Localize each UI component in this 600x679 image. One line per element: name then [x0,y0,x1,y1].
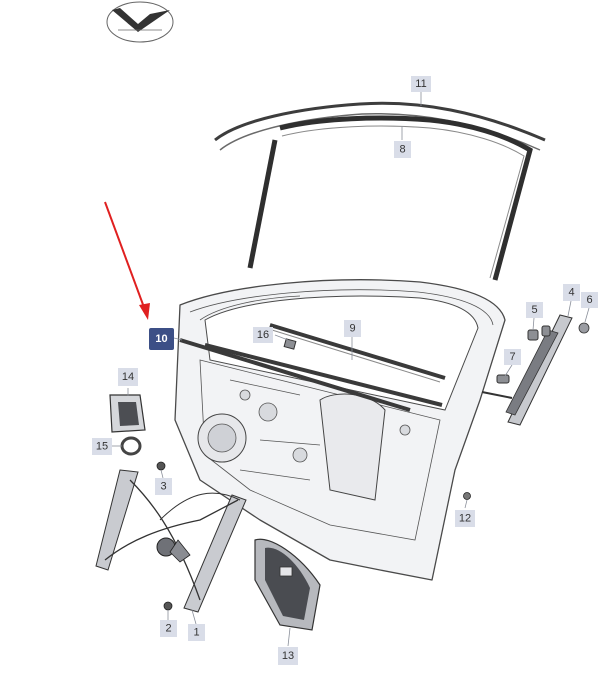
callout-13[interactable]: 13 [278,647,298,665]
svg-text:11: 11 [415,78,426,90]
svg-text:6: 6 [586,294,592,306]
svg-text:7: 7 [509,351,515,363]
nut-part [156,461,166,471]
callout-5[interactable]: 5 [526,302,543,318]
callout-3[interactable]: 3 [155,478,172,495]
svg-text:9: 9 [349,323,355,335]
clip-part [283,338,297,350]
svg-text:3: 3 [160,481,166,493]
window-frame-trim [214,101,546,151]
svg-text:8: 8 [399,144,405,156]
callout-9[interactable]: 9 [344,320,361,337]
window-regulator [95,469,247,613]
grommet-ring [120,436,142,456]
svg-text:10: 10 [155,333,167,345]
callout-4[interactable]: 4 [563,284,580,301]
svg-text:16: 16 [257,329,269,341]
svg-text:5: 5 [531,304,537,316]
screw-part [578,322,590,334]
cover-plate [109,394,146,433]
highlight-arrow-icon [104,201,150,320]
callout-6[interactable]: 6 [581,292,598,308]
svg-text:12: 12 [459,513,471,525]
callout-10-highlighted[interactable]: 10 [149,328,174,350]
mirror-trim-panel [505,314,573,426]
leader-lines [112,92,590,647]
callout-14[interactable]: 14 [118,368,138,386]
svg-text:4: 4 [568,287,574,299]
pad-part [527,329,539,341]
interior-handle [254,538,321,631]
window-channel-seal [247,115,533,281]
callout-2[interactable]: 2 [160,620,177,637]
svg-text:13: 13 [282,650,294,662]
callout-1[interactable]: 1 [188,624,205,641]
brand-logo-icon [106,1,174,43]
pad-part [541,325,551,337]
callout-7[interactable]: 7 [504,349,521,365]
svg-text:1: 1 [193,627,199,639]
pad-part [496,374,510,384]
svg-text:14: 14 [122,371,134,383]
outer-belt-strip [269,323,446,383]
fastener-part [463,492,471,500]
inner-belt-seal [179,338,411,412]
callout-12[interactable]: 12 [455,510,475,527]
callout-8[interactable]: 8 [394,141,411,158]
nut-part [163,601,173,611]
callout-11[interactable]: 11 [411,76,431,92]
svg-text:15: 15 [96,441,108,453]
svg-text:2: 2 [165,623,171,635]
callout-15[interactable]: 15 [92,438,112,455]
callout-16[interactable]: 16 [253,327,273,343]
